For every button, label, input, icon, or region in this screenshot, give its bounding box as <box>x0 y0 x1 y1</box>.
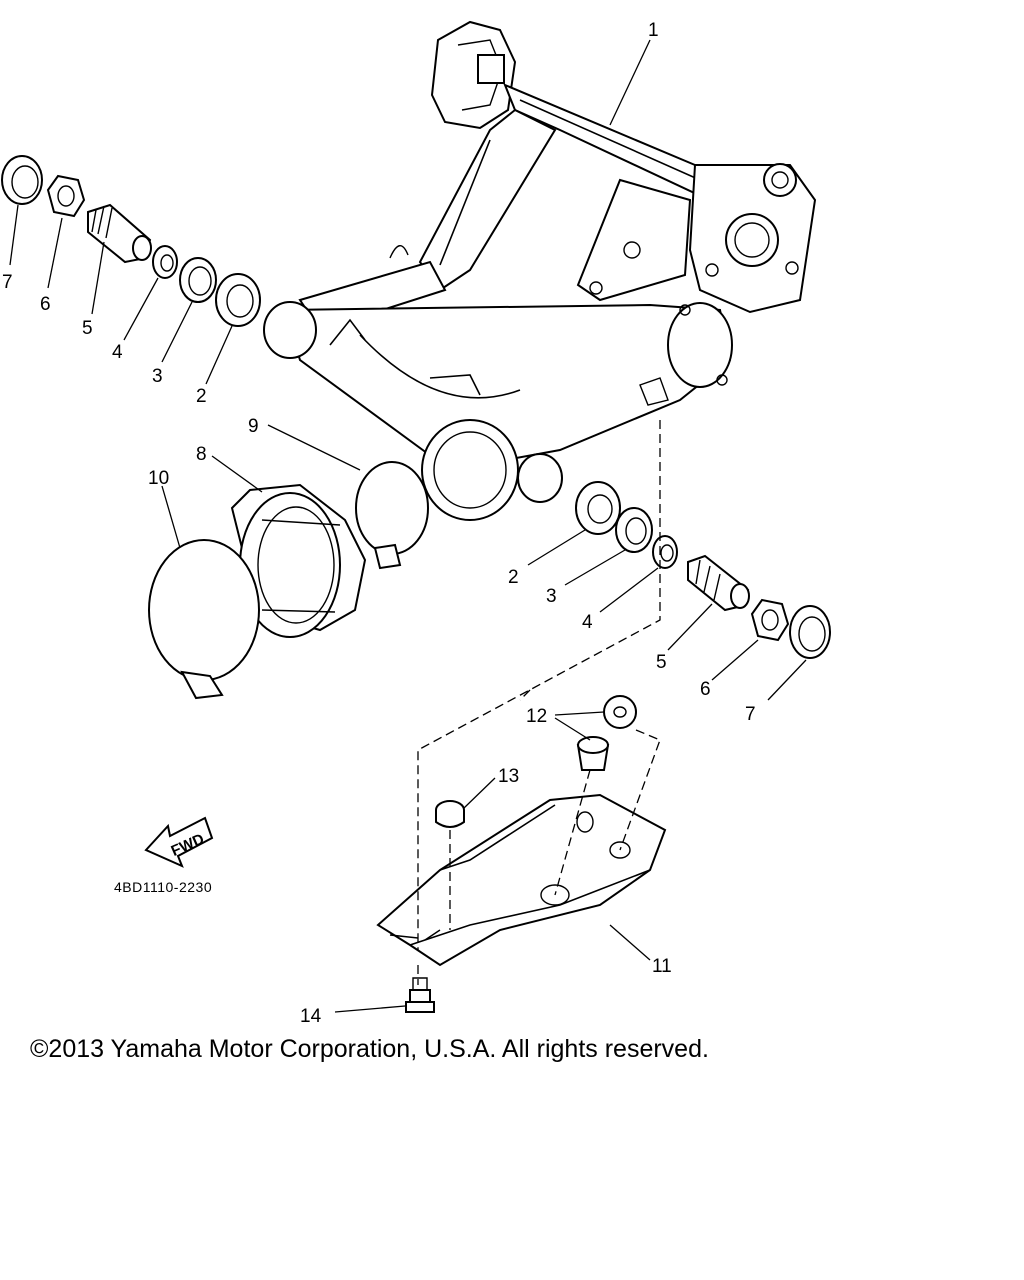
callout-4-left: 4 <box>112 342 123 363</box>
callout-14: 14 <box>300 1006 322 1027</box>
bolt-part-14 <box>405 977 435 1013</box>
callout-5-right: 5 <box>656 652 667 673</box>
cap-part-13 <box>435 800 465 828</box>
rear-arm-part-1 <box>263 20 817 521</box>
callout-1: 1 <box>648 20 659 41</box>
leader-lines <box>9 39 807 1013</box>
right-pivot-parts <box>575 481 831 659</box>
callout-9: 9 <box>248 416 259 437</box>
left-pivot-parts <box>1 155 261 327</box>
callout-2-left: 2 <box>196 386 207 407</box>
callout-3-right: 3 <box>546 586 557 607</box>
copyright-notice: ©2013 Yamaha Motor Corporation, U.S.A. A… <box>30 1035 709 1063</box>
callout-3-left: 3 <box>152 366 163 387</box>
rubber-boot-part-8 <box>230 483 367 638</box>
callout-7-left: 7 <box>2 272 13 293</box>
band-clamp-part-9 <box>355 461 429 570</box>
callout-5-left: 5 <box>82 318 93 339</box>
callout-7-right: 7 <box>745 704 756 725</box>
band-clamp-part-10 <box>148 539 260 700</box>
callout-13: 13 <box>498 766 519 787</box>
assembly-lines <box>417 420 661 985</box>
callout-4-right: 4 <box>582 612 593 633</box>
callout-8: 8 <box>196 444 207 465</box>
callout-6-left: 6 <box>40 294 51 315</box>
callout-12: 12 <box>526 706 547 727</box>
callout-11: 11 <box>652 956 672 977</box>
part-code: 4BD1110-2230 <box>114 879 212 895</box>
fwd-arrow-icon: FWD <box>144 816 214 868</box>
damper-part-12 <box>576 695 637 771</box>
callout-labels: 1 7 6 5 4 3 2 9 8 10 2 3 4 5 6 7 12 13 1… <box>2 20 756 1027</box>
callout-10: 10 <box>148 468 169 489</box>
protector-guard-part-11 <box>376 793 667 967</box>
callout-6-right: 6 <box>700 679 711 700</box>
callout-2-right: 2 <box>508 567 519 588</box>
exploded-parts-diagram: 1 7 6 5 4 3 2 9 8 10 2 3 4 5 6 7 12 13 1… <box>1 20 831 1027</box>
